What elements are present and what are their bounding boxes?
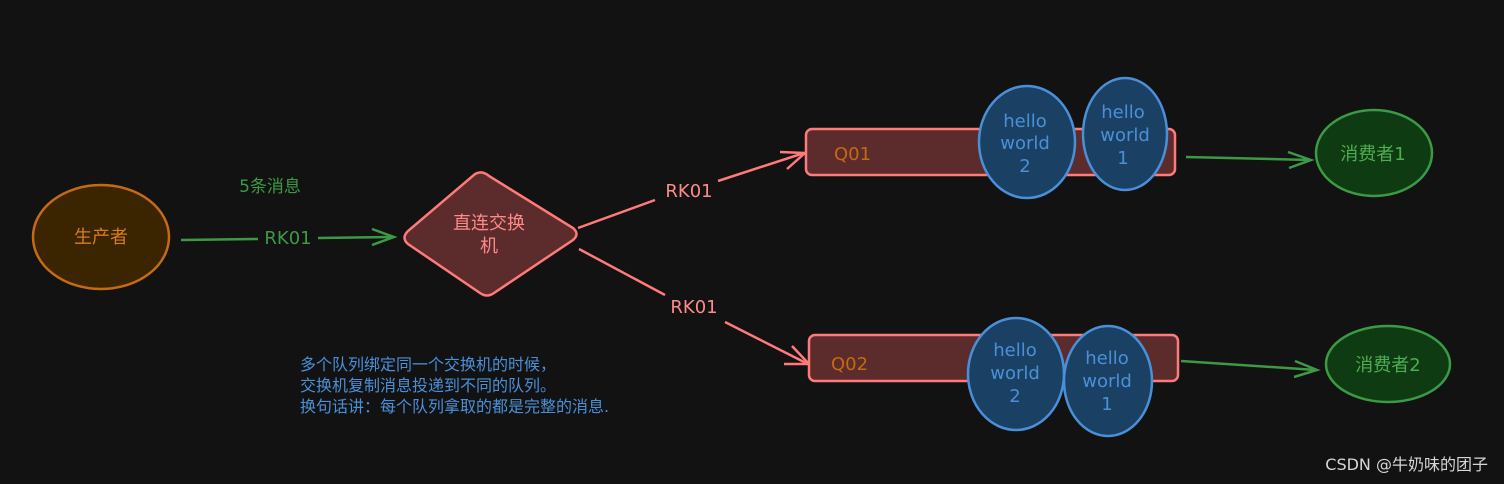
- edge-q02-consumer2: [1180, 359, 1321, 379]
- message-text-line1: hello: [1003, 111, 1047, 132]
- producer-node: 生产者: [31, 183, 171, 291]
- message-text-line1: hello: [993, 340, 1037, 361]
- consumer-2-node: 消费者2: [1324, 324, 1452, 404]
- edge-label-rk01-producer: RK01: [264, 228, 311, 249]
- edge-line: [1185, 155, 1311, 162]
- message-shape: [1062, 324, 1154, 438]
- arrowhead: [371, 227, 398, 247]
- message-text-line2: world: [1000, 133, 1050, 154]
- message-q02-1: hello world 1: [1062, 324, 1154, 438]
- message-text-line3: 1: [1117, 148, 1128, 169]
- queue-q02-label: Q02: [831, 354, 868, 375]
- consumer-1-node: 消费者1: [1314, 108, 1434, 198]
- message-shape: [977, 84, 1077, 200]
- watermark: CSDN @牛奶味的团子: [1325, 455, 1488, 474]
- message-q02-2: hello world 2: [966, 316, 1066, 432]
- message-text-line3: 1: [1101, 394, 1112, 415]
- message-count-label: 5条消息: [239, 177, 301, 197]
- message-text-line1: hello: [1085, 348, 1129, 369]
- edge-q01-consumer1: [1185, 150, 1315, 170]
- edge-line-a: [577, 198, 656, 230]
- edge-line-left: [180, 237, 259, 242]
- message-text-line2: world: [1082, 371, 1132, 392]
- edge-label-rk01-q02: RK01: [670, 297, 717, 318]
- message-text-line2: world: [990, 363, 1040, 384]
- edge-line-b: [724, 320, 809, 366]
- edge-line: [1180, 359, 1317, 372]
- edge-label-rk01-q01: RK01: [665, 181, 712, 202]
- edge-exchange-q01: RK01: [577, 150, 809, 230]
- message-text-line2: world: [1100, 125, 1150, 146]
- message-text-line1: hello: [1101, 102, 1145, 123]
- consumer-1-label: 消费者1: [1340, 144, 1405, 165]
- arrowhead: [1293, 359, 1321, 379]
- producer-label: 生产者: [74, 227, 128, 248]
- consumer-2-label: 消费者2: [1355, 355, 1420, 376]
- exchange-label-line1: 直连交换: [453, 213, 525, 234]
- edge-producer-exchange: RK01: [180, 227, 398, 249]
- message-q01-2: hello world 2: [977, 84, 1077, 200]
- exchange-shape: [403, 171, 578, 297]
- edge-line-a: [578, 247, 666, 297]
- arrowhead: [1287, 150, 1315, 170]
- consumer-2-shape: [1324, 324, 1452, 404]
- edge-exchange-q02: RK01: [578, 247, 812, 366]
- consumer-1-shape: [1314, 108, 1434, 198]
- exchange-node: 直连交换 机: [403, 171, 578, 297]
- message-q01-1: hello world 1: [1081, 76, 1169, 192]
- edge-line-b: [717, 151, 805, 183]
- edge-line-right: [317, 235, 394, 240]
- note-text: 多个队列绑定同一个交换机的时候， 交换机复制消息投递到不同的队列。 换句话讲：每…: [300, 355, 609, 416]
- message-text-line3: 2: [1009, 386, 1020, 407]
- producer-shape: [31, 183, 171, 291]
- exchange-label-line2: 机: [480, 236, 498, 257]
- note-line3: 换句话讲：每个队列拿取的都是完整的消息.: [300, 397, 609, 416]
- note-line1: 多个队列绑定同一个交换机的时候，: [300, 355, 556, 374]
- message-text-line3: 2: [1019, 156, 1030, 177]
- note-line2: 交换机复制消息投递到不同的队列。: [300, 376, 556, 395]
- queue-q01-label: Q01: [834, 144, 871, 165]
- message-shape: [1081, 76, 1169, 192]
